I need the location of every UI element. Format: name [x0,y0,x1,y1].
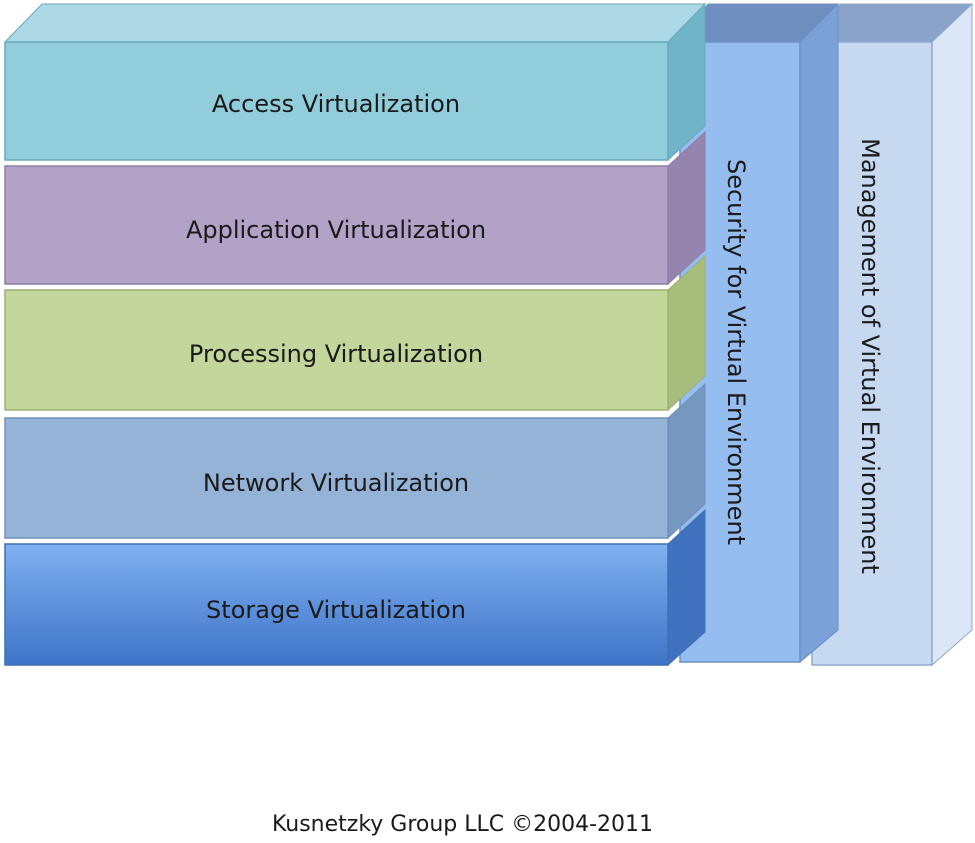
layer-storage-label: Storage Virtualization [206,596,466,624]
management-label: Management of Virtual Environment [856,138,884,574]
copyright-notice: Kusnetzky Group LLC ©2004-2011 [271,812,654,837]
security-label: Security for Virtual Environment [722,159,750,545]
layer-network-label: Network Virtualization [203,469,469,497]
layer-network-face [4,417,669,539]
stack-top-cap [3,3,707,43]
layer-storage-face [4,543,669,666]
layer-access-label: Access Virtualization [212,90,460,118]
layer-access: Access Virtualization [4,2,706,162]
layer-processing-face [4,289,669,411]
layer-processing-label: Processing Virtualization [189,340,483,368]
management-column-side [931,2,973,667]
layer-processing: Processing Virtualization [4,254,706,412]
layer-storage: Storage Virtualization [4,508,706,667]
layer-application: Application Virtualization [4,130,706,286]
virtualization-layer-stack: Access Virtualization Application Virtua… [3,2,707,667]
layer-access-face [4,41,669,161]
layer-network: Network Virtualization [4,382,706,540]
security-column-side [799,2,839,664]
layer-application-label: Application Virtualization [186,216,486,244]
layer-application-face [4,165,669,285]
